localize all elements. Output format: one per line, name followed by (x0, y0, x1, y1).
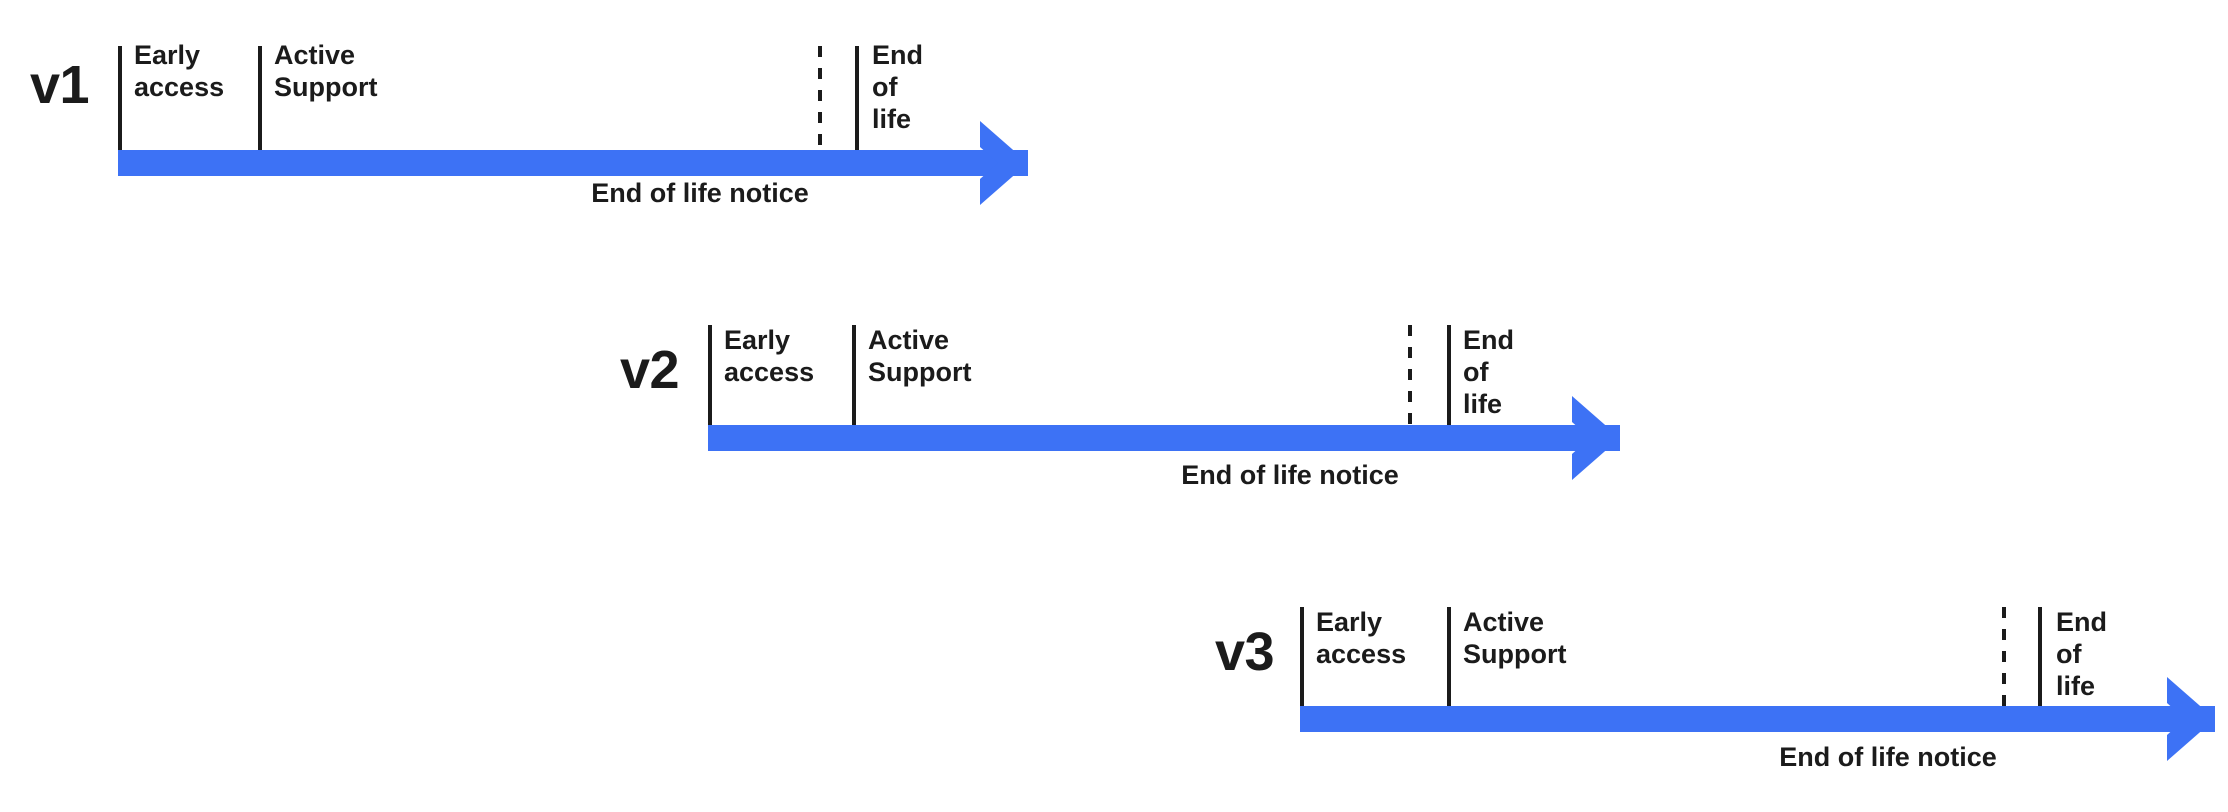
end-of-life-notice-label: End of life notice (1181, 460, 1399, 490)
phase-label: Active Support (1463, 607, 1567, 669)
phase-label: End of life (872, 40, 923, 134)
phase-label: Active Support (868, 325, 972, 387)
phase-divider-1 (1300, 607, 1304, 706)
phase-label: Early access (134, 40, 225, 102)
phase-label: End of life (2056, 607, 2107, 701)
arrow-head-icon (2163, 673, 2215, 765)
end-of-life-notice-marker (818, 46, 822, 150)
end-of-life-notice-marker (1408, 325, 1412, 425)
phase-divider-4 (855, 46, 859, 150)
phase-label: Early access (724, 325, 815, 387)
phase-label: End of life (1463, 325, 1514, 419)
phase-divider-1 (708, 325, 712, 425)
phase-divider-4 (2038, 607, 2042, 706)
version-label-v3: v3 (1215, 622, 1275, 682)
arrow-head-icon (1568, 392, 1620, 484)
phase-divider-4 (1447, 325, 1451, 425)
phase-label: Active Support (274, 40, 378, 102)
phase-divider-2 (258, 46, 262, 150)
phase-divider-1 (118, 46, 122, 150)
end-of-life-notice-label: End of life notice (591, 178, 809, 208)
phase-divider-2 (852, 325, 856, 425)
end-of-life-notice-label: End of life notice (1779, 742, 1997, 772)
arrow-head-icon (976, 117, 1028, 209)
lifecycle-bar (118, 150, 1028, 176)
lifecycle-bar (708, 425, 1620, 451)
end-of-life-notice-marker (2002, 607, 2006, 706)
lifecycle-bar (1300, 706, 2215, 732)
phase-label: Early access (1316, 607, 1407, 669)
phase-divider-2 (1447, 607, 1451, 706)
version-label-v1: v1 (30, 55, 90, 115)
version-label-v2: v2 (620, 340, 680, 400)
